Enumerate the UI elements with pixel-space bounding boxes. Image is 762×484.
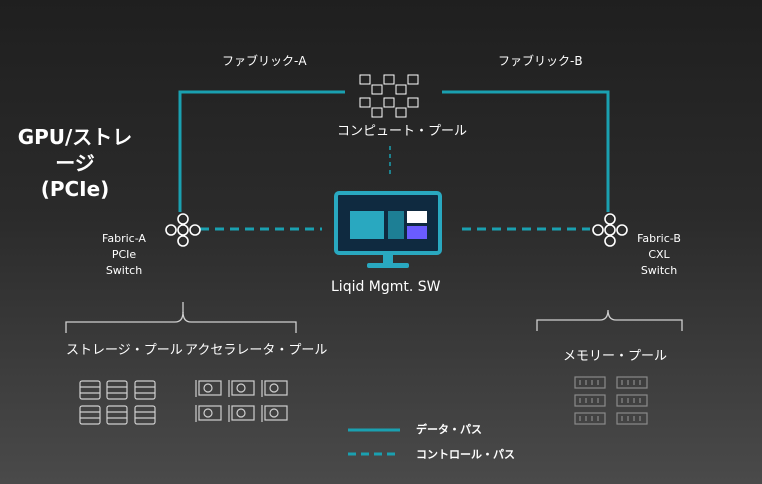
network-hub-icon xyxy=(165,213,201,247)
title-line2: (PCIe) xyxy=(40,177,110,201)
switch-b-label: Fabric-B CXL Switch xyxy=(630,231,688,279)
memory-brace xyxy=(536,309,683,331)
diagram-title: GPU/ストレージ (PCIe) xyxy=(10,124,140,202)
chip-icon xyxy=(359,74,419,118)
switch-a-label: Fabric-A PCIe Switch xyxy=(96,231,152,279)
switch-a-line3: Switch xyxy=(105,264,143,277)
compute-pool-label: コンピュート・プール xyxy=(337,124,468,139)
legend-data-path: データ・パス xyxy=(416,423,482,436)
gpu-card-icon xyxy=(195,380,288,422)
fabric-b-label: ファブリック-B xyxy=(498,54,583,68)
title-line1: GPU/ストレージ xyxy=(17,125,133,175)
switch-b-line2: CXL xyxy=(648,248,670,261)
network-hub-icon xyxy=(592,213,628,247)
storage-accel-brace xyxy=(65,311,297,333)
switch-a-line1: Fabric-A xyxy=(102,232,146,245)
memory-module-icon xyxy=(574,376,648,425)
fabric-a-label: ファブリック-A xyxy=(222,54,307,68)
memory-pool-label: メモリー・プール xyxy=(563,349,668,364)
fabric-b-data-path xyxy=(442,90,610,212)
monitor-icon xyxy=(334,191,442,268)
switch-a-line2: PCIe xyxy=(111,248,137,261)
server-icon xyxy=(79,380,156,425)
switch-b-line3: Switch xyxy=(640,264,678,277)
storage-pool-label: ストレージ・プール xyxy=(66,343,183,358)
legend-control-path: コントロール・パス xyxy=(416,448,515,461)
fabric-a-data-path xyxy=(178,90,345,212)
accelerator-pool-label: アクセラレータ・プール xyxy=(185,343,328,358)
mgmt-sw-label: Liqid Mgmt. SW xyxy=(331,279,441,295)
switch-b-line1: Fabric-B xyxy=(637,232,681,245)
